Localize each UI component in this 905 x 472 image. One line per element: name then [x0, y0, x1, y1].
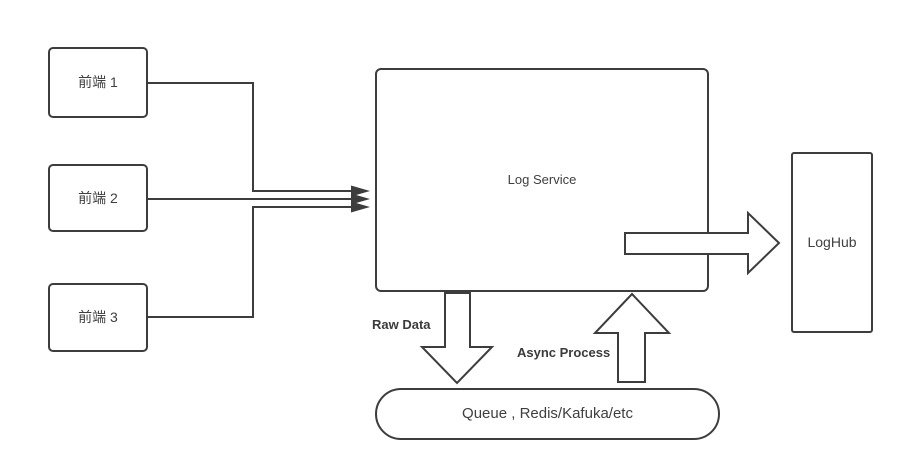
- edge-frontend1-to-logservice: [148, 82, 370, 197]
- node-loghub-label: LogHub: [807, 234, 857, 251]
- block-arrow-raw-data-down-icon: [419, 292, 495, 385]
- edge-frontend3-to-logservice: [148, 201, 370, 318]
- edge-label-raw-data: Raw Data: [372, 317, 431, 332]
- arrowhead-icon: [351, 201, 370, 213]
- edge-frontend2-to-logservice: [148, 193, 370, 205]
- node-frontend-2: 前端 2: [48, 164, 148, 232]
- node-log-service-label: Log Service: [507, 172, 577, 188]
- node-frontend-1-label: 前端 1: [78, 74, 118, 91]
- node-frontend-3-label: 前端 3: [78, 309, 118, 326]
- node-queue: Queue , Redis/Kafuka/etc: [375, 388, 720, 440]
- node-frontend-1: 前端 1: [48, 47, 148, 118]
- block-arrow-async-process-up-icon: [592, 292, 672, 383]
- node-queue-label: Queue , Redis/Kafuka/etc: [462, 405, 633, 422]
- node-loghub: LogHub: [791, 152, 873, 333]
- arrowhead-icon: [351, 193, 370, 205]
- edge-label-async-process: Async Process: [517, 345, 611, 360]
- node-frontend-3: 前端 3: [48, 283, 148, 352]
- node-log-service: Log Service: [375, 68, 709, 292]
- arrowhead-icon: [351, 185, 370, 197]
- node-frontend-2-label: 前端 2: [78, 189, 118, 206]
